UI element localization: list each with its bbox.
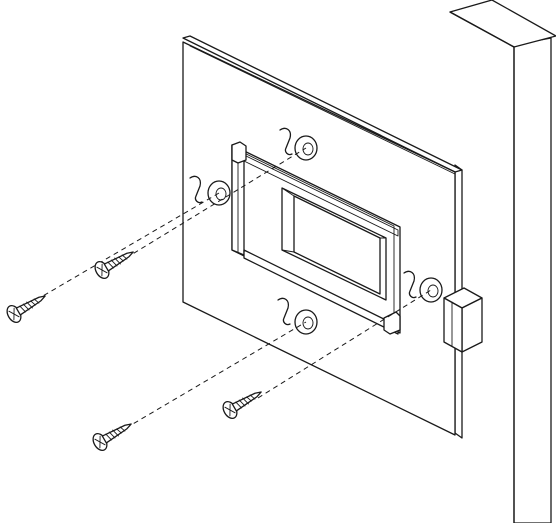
- mounting-plate: [183, 36, 482, 438]
- screw-1: [4, 288, 49, 325]
- screw-4: [220, 384, 265, 421]
- screw-3: [90, 416, 135, 453]
- wall: [450, 0, 556, 523]
- side-tab: [444, 288, 482, 352]
- screw-2: [92, 244, 137, 281]
